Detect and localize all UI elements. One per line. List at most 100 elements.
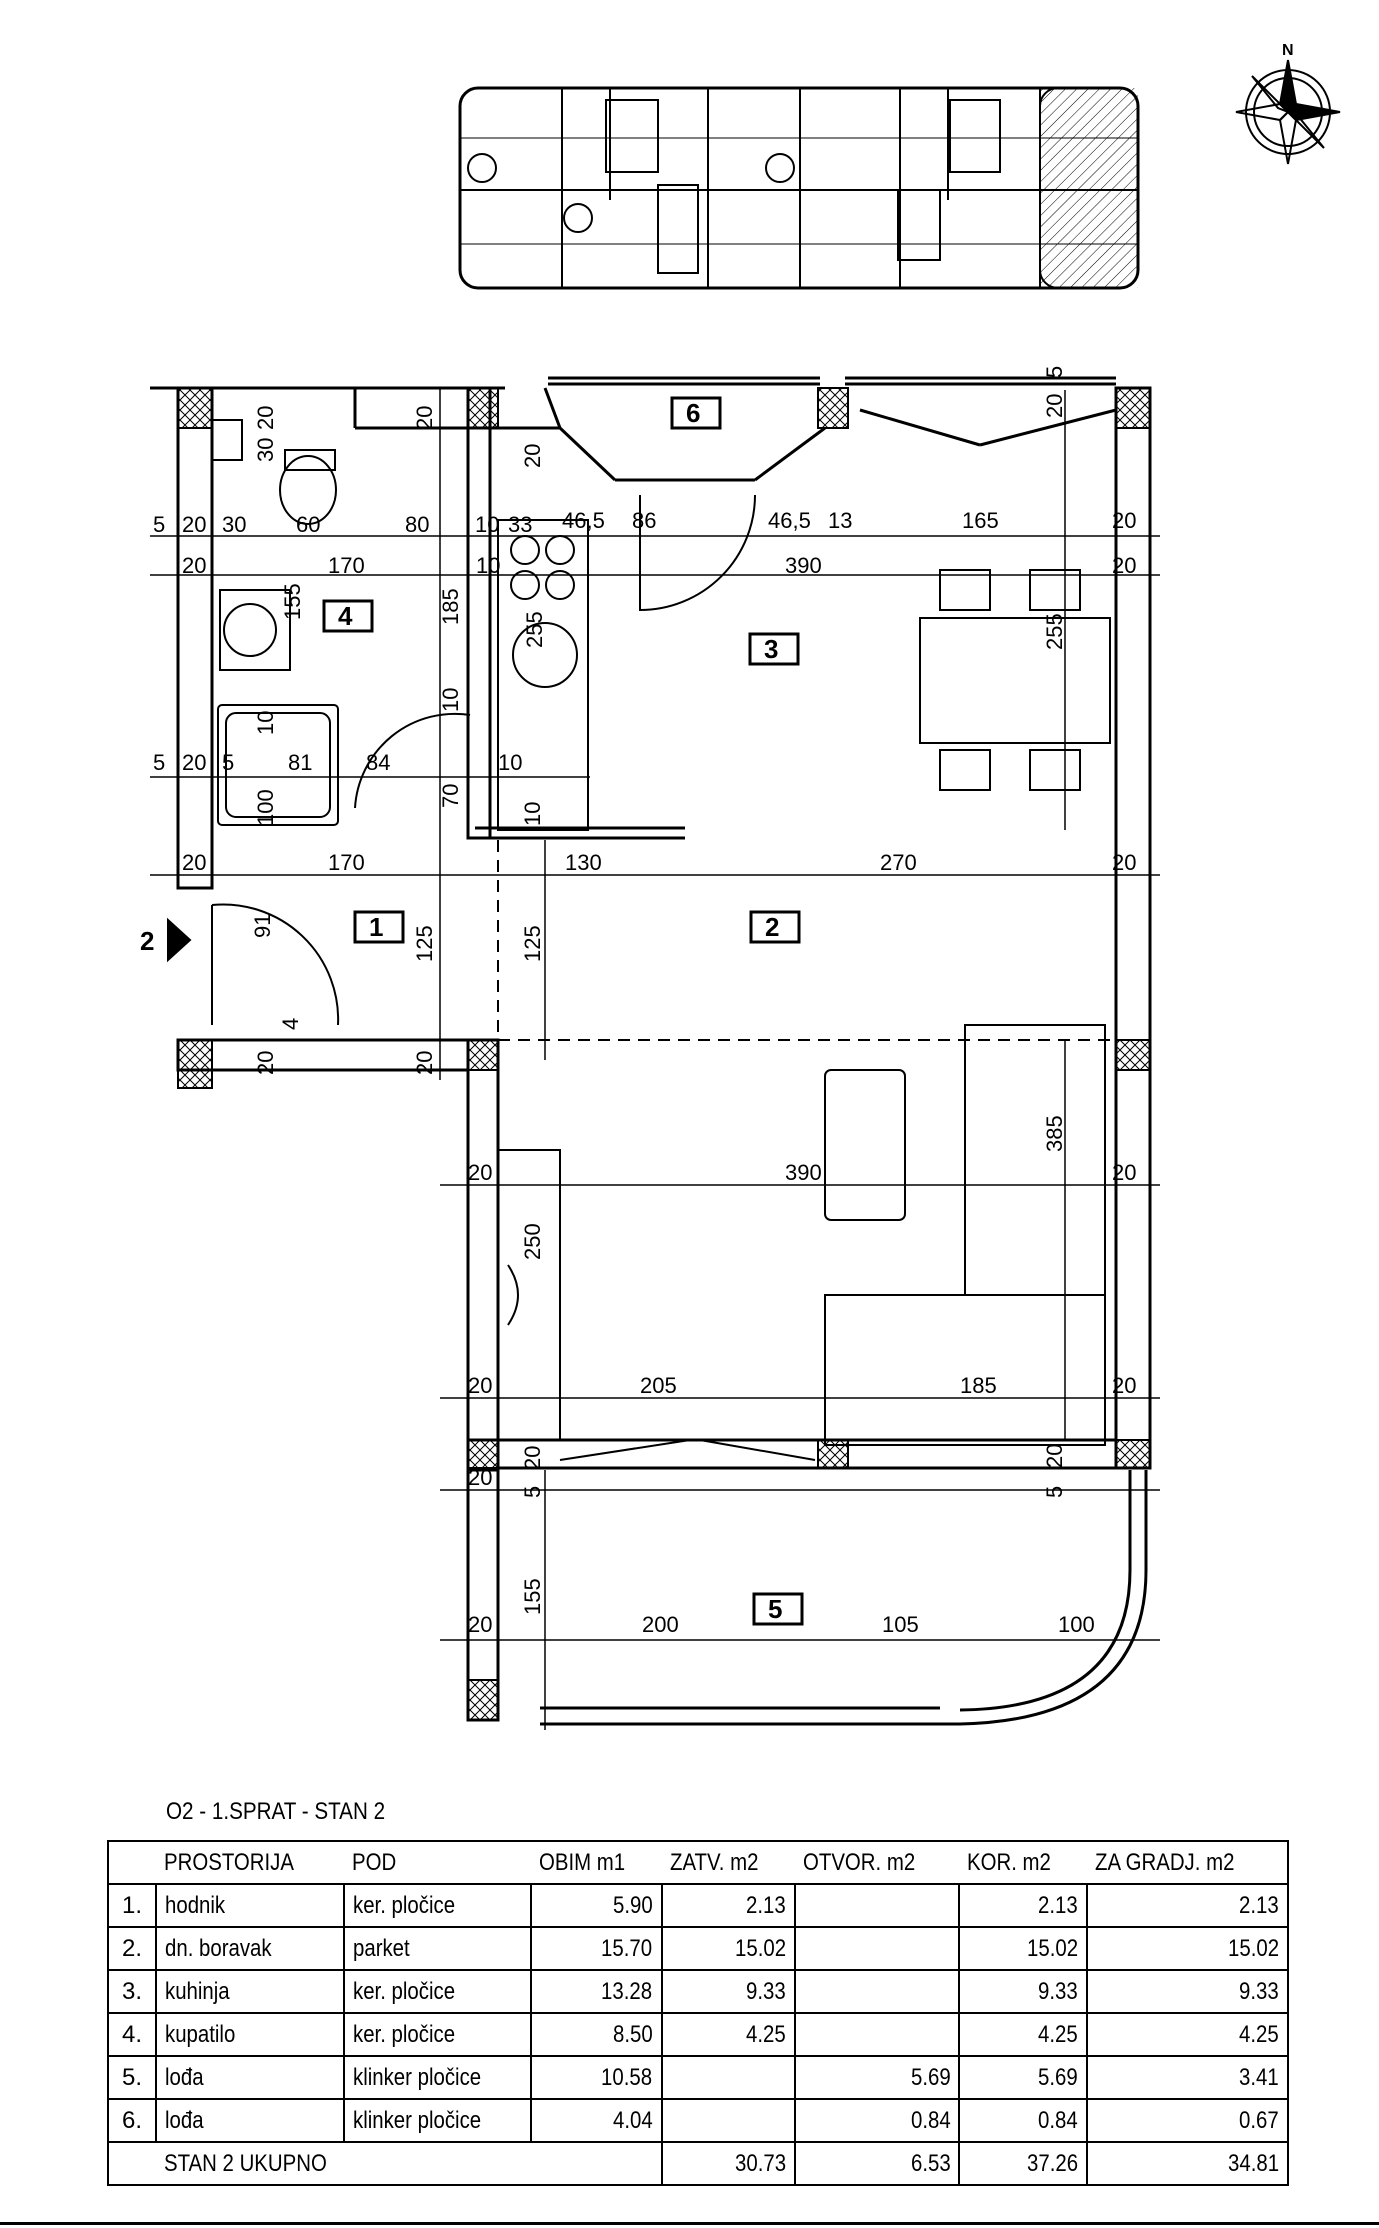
dim: 165 xyxy=(962,508,999,533)
dim: 205 xyxy=(640,1373,677,1398)
otvor-value: 0.84 xyxy=(793,2098,961,2143)
dashed-guides xyxy=(497,840,1116,1041)
dim: 4 xyxy=(278,1018,303,1030)
dim: 20 xyxy=(1112,850,1136,875)
room-tag-6: 6 xyxy=(686,398,700,428)
floor-type: ker. pločice xyxy=(342,1883,533,1928)
dim: 255 xyxy=(1042,613,1067,650)
otvor-value xyxy=(793,1969,961,2014)
kor-value: 2.13 xyxy=(958,1883,1088,1928)
dim: 170 xyxy=(328,850,365,875)
row-index: 3. xyxy=(107,1969,157,2014)
dim: 170 xyxy=(328,553,365,578)
dim: 130 xyxy=(565,850,602,875)
gradj-value: 15.02 xyxy=(1085,1926,1290,1971)
total-kor: 37.26 xyxy=(958,2141,1088,2186)
header-cell: OBIM m1 xyxy=(531,1840,662,1885)
floor-type: parket xyxy=(342,1926,533,1971)
total-gradj: 34.81 xyxy=(1085,2141,1290,2186)
fixtures xyxy=(167,419,1111,1461)
header-cell xyxy=(107,1840,156,1885)
columns xyxy=(177,387,1151,1721)
dim: 20 xyxy=(1042,394,1067,418)
row-index: 5. xyxy=(107,2055,157,2100)
room-tag-1: 1 xyxy=(369,912,383,942)
room-name: dn. boravak xyxy=(155,1926,345,1971)
total-label: STAN 2 UKUPNO xyxy=(156,2141,663,2186)
dim: 155 xyxy=(280,583,305,620)
dim: 20 xyxy=(412,406,437,430)
dim: 20 xyxy=(1112,1160,1136,1185)
dim: 84 xyxy=(366,750,390,775)
room-tag-4: 4 xyxy=(338,601,353,631)
dim: 91 xyxy=(250,914,275,938)
room-tag-3: 3 xyxy=(764,634,778,664)
dim: 5 xyxy=(153,750,165,775)
otvor-value xyxy=(793,2012,961,2057)
dim: 20 xyxy=(182,553,206,578)
dim: 10 xyxy=(438,688,463,712)
dim: 185 xyxy=(960,1373,997,1398)
zatv-value: 15.02 xyxy=(660,1926,796,1971)
total-spacer xyxy=(107,2141,156,2186)
dim: 20 xyxy=(182,750,206,775)
dim: 255 xyxy=(522,611,547,648)
table-row: 1. hodnik ker. pločice 5.90 2.13 2.13 2.… xyxy=(107,1883,1290,1928)
floor-type: klinker pločice xyxy=(342,2055,533,2100)
dim: 20 xyxy=(412,1051,437,1075)
dim: 10 xyxy=(476,553,500,578)
dim: 80 xyxy=(405,512,429,537)
dim: 100 xyxy=(253,789,278,826)
zatv-value xyxy=(660,2055,796,2100)
floor-type: klinker pločice xyxy=(342,2098,533,2143)
table-row: 4. kupatilo ker. pločice 8.50 4.25 4.25 … xyxy=(107,2012,1290,2057)
dim: 5 xyxy=(1042,366,1067,378)
dim: 105 xyxy=(882,1612,919,1637)
room-area-table: PROSTORIJA POD OBIM m1 ZATV. m2 OTVOR. m… xyxy=(107,1840,1290,2186)
header-cell: POD xyxy=(343,1840,532,1885)
dim: 5 xyxy=(520,1486,545,1498)
kor-value: 0.84 xyxy=(958,2098,1088,2143)
room-name: hodnik xyxy=(155,1883,345,1928)
room-tags: 6 3 4 1 2 5 2 xyxy=(140,396,804,1626)
table-row: 6. lođa klinker pločice 4.04 0.84 0.84 0… xyxy=(107,2098,1290,2143)
key-plan xyxy=(458,86,1140,290)
dim: 20 xyxy=(1112,1373,1136,1398)
total-otvor: 6.53 xyxy=(793,2141,961,2186)
dim: 46,5 xyxy=(768,508,811,533)
walls xyxy=(150,376,1152,1726)
room-tag-2: 2 xyxy=(765,912,779,942)
header-cell: PROSTORIJA xyxy=(156,1840,344,1885)
dim: 20 xyxy=(253,1051,278,1075)
header-cell: ZATV. m2 xyxy=(661,1840,795,1885)
header-cell: ZA GRADJ. m2 xyxy=(1086,1840,1290,1885)
dim: 5 xyxy=(222,750,234,775)
zatv-value xyxy=(660,2098,796,2143)
dim: 20 xyxy=(1042,1444,1067,1468)
kor-value: 5.69 xyxy=(958,2055,1088,2100)
kor-value: 15.02 xyxy=(958,1926,1088,1971)
dim: 60 xyxy=(296,512,320,537)
zatv-value: 9.33 xyxy=(660,1969,796,2014)
dim: 270 xyxy=(880,850,917,875)
compass-rose-icon: N xyxy=(1235,42,1341,165)
dim: 155 xyxy=(520,1578,545,1615)
obim-value: 15.70 xyxy=(530,1926,663,1971)
dim: 250 xyxy=(520,1223,545,1260)
gradj-value: 3.41 xyxy=(1085,2055,1290,2100)
table-row: 3. kuhinja ker. pločice 13.28 9.33 9.33 … xyxy=(107,1969,1290,2014)
table-header-row: PROSTORIJA POD OBIM m1 ZATV. m2 OTVOR. m… xyxy=(107,1840,1290,1885)
otvor-value xyxy=(793,1926,961,1971)
dimension-lines xyxy=(150,388,1160,1730)
floor-type: ker. pločice xyxy=(342,2012,533,2057)
dim: 70 xyxy=(438,784,463,808)
vertical-dimension-texts: 20 30 20 20 155 185 10 255 10 100 70 10 … xyxy=(250,366,1067,1615)
zatv-value: 4.25 xyxy=(660,2012,796,2057)
entrance-label: 2 xyxy=(140,926,154,956)
room-name: lođa xyxy=(155,2055,345,2100)
dim: 20 xyxy=(520,444,545,468)
obim-value: 4.04 xyxy=(530,2098,663,2143)
room-tag-5: 5 xyxy=(768,1594,782,1624)
table-title: O2 - 1.SPRAT - STAN 2 xyxy=(166,1798,386,1825)
